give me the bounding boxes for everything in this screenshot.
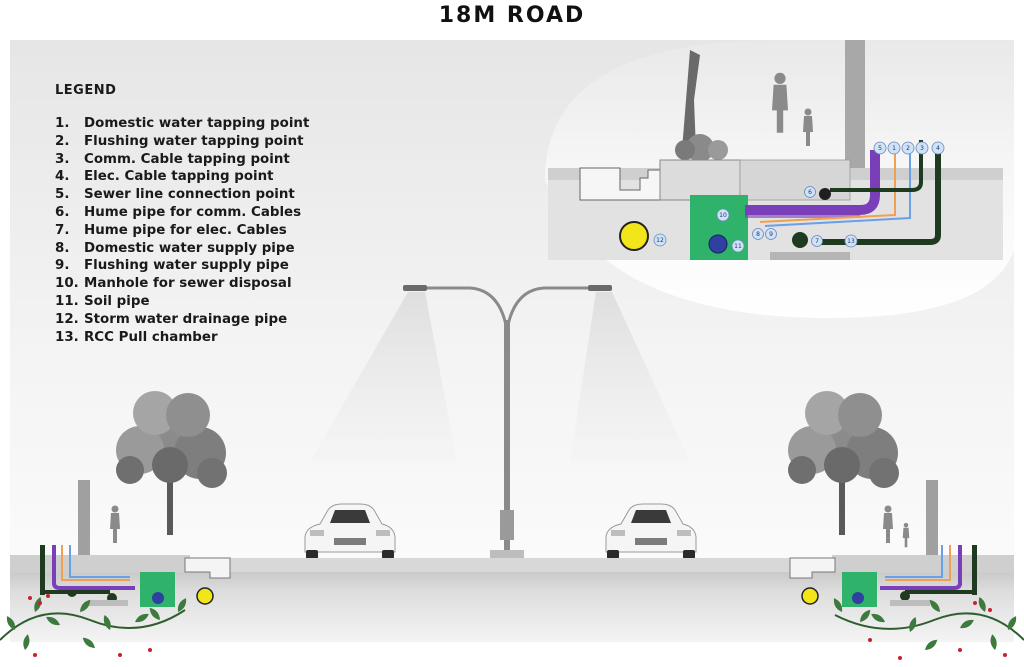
legend-item-label: Flushing water tapping point <box>84 133 304 149</box>
legend-item-number: 4. <box>55 169 70 185</box>
legend-item-number: 2. <box>55 133 70 149</box>
callout-2: 2 <box>906 145 910 152</box>
utilities-left <box>40 545 214 607</box>
legend-item-number: 7. <box>55 222 70 238</box>
legend-item-number: 5. <box>55 187 70 203</box>
page-title: 18M ROAD <box>438 3 586 28</box>
legend-item-number: 1. <box>55 116 70 131</box>
kerb-right <box>789 557 836 579</box>
utilities-right <box>801 545 977 607</box>
vine-icon <box>0 594 189 657</box>
vine-icon <box>831 595 1024 660</box>
legend-item-label: Elec. Cable tapping point <box>84 169 274 185</box>
legend-item-label: Manhole for sewer disposal <box>84 276 292 292</box>
road-surface <box>230 558 790 572</box>
legend-item-label: Comm. Cable tapping point <box>84 151 290 167</box>
legend-item-label: Soil pipe <box>84 293 150 309</box>
legend-heading: LEGEND <box>55 83 117 98</box>
legend-item-label: Domestic water supply pipe <box>84 240 295 256</box>
callout-1: 1 <box>892 145 896 152</box>
legend-item: 2. Flushing water tapping point <box>55 133 309 151</box>
storm-drain-right <box>801 587 819 605</box>
legend-item: 1. Domestic water tapping point <box>55 115 309 133</box>
legend-item: 8. Domestic water supply pipe <box>55 240 309 258</box>
callout-12: 12 <box>656 237 664 244</box>
legend-item-label: Hume pipe for elec. Cables <box>84 222 287 238</box>
callout-9: 9 <box>769 231 773 238</box>
legend-list: 1. Domestic water tapping point 2. Flushin… <box>55 115 309 346</box>
legend-item-number: 3. <box>55 151 70 167</box>
callout-7: 7 <box>815 238 819 245</box>
legend-item-label: Hume pipe for comm. Cables <box>84 204 302 220</box>
street-lamp-icon <box>403 285 612 560</box>
building-column-right <box>926 480 938 560</box>
legend-item: 4. Elec. Cable tapping point <box>55 168 309 186</box>
callout-6: 6 <box>808 189 812 196</box>
footpath-left <box>10 555 190 573</box>
callout-3: 3 <box>920 145 924 152</box>
legend-item: 12. Storm water drainage pipe <box>55 311 309 329</box>
legend-item: 13. RCC Pull chamber <box>55 329 309 347</box>
callout-13: 13 <box>847 238 855 245</box>
lamp-light-beam-left <box>310 292 457 462</box>
legend-item: 10. Manhole for sewer disposal <box>55 275 309 293</box>
legend-item-label: Domestic water tapping point <box>84 116 310 131</box>
callout-4: 4 <box>936 145 940 152</box>
legend-item: 9. Flushing water supply pipe <box>55 257 309 275</box>
legend-item-number: 13. <box>55 329 79 345</box>
legend-item-number: 8. <box>55 240 70 256</box>
legend-item-number: 12. <box>55 311 79 327</box>
callout-11: 11 <box>734 243 742 250</box>
building-column-left <box>78 480 90 560</box>
legend-item-label: Sewer line connection point <box>84 187 295 203</box>
callout-5: 5 <box>878 145 882 152</box>
legend-item-number: 6. <box>55 204 70 220</box>
legend-item-number: 9. <box>55 258 70 274</box>
legend-item-label: RCC Pull chamber <box>84 329 218 345</box>
legend-item: 5. Sewer line connection point <box>55 186 309 204</box>
footpath-right <box>832 555 1014 573</box>
detail-bubble: 5 1 2 3 4 6 7 8 9 10 11 12 13 <box>545 40 1014 319</box>
lamp-light-beam-right <box>570 292 690 462</box>
legend-item: 7. Hume pipe for elec. Cables <box>55 222 309 240</box>
legend-item-label: Storm water drainage pipe <box>84 311 288 327</box>
callout-10: 10 <box>719 212 727 219</box>
kerb-left <box>184 557 231 579</box>
callout-8: 8 <box>756 231 760 238</box>
legend-item-number: 10. <box>55 276 79 292</box>
storm-drain-left <box>196 587 214 605</box>
legend-item-label: Flushing water supply pipe <box>84 258 289 274</box>
legend-item: 11. Soil pipe <box>55 293 309 311</box>
legend-item-number: 11. <box>55 293 79 309</box>
legend-item: 3. Comm. Cable tapping point <box>55 151 309 169</box>
legend: LEGEND 1. Domestic water tapping point 2.… <box>55 83 309 346</box>
legend-item: 6. Hume pipe for comm. Cables <box>55 204 309 222</box>
